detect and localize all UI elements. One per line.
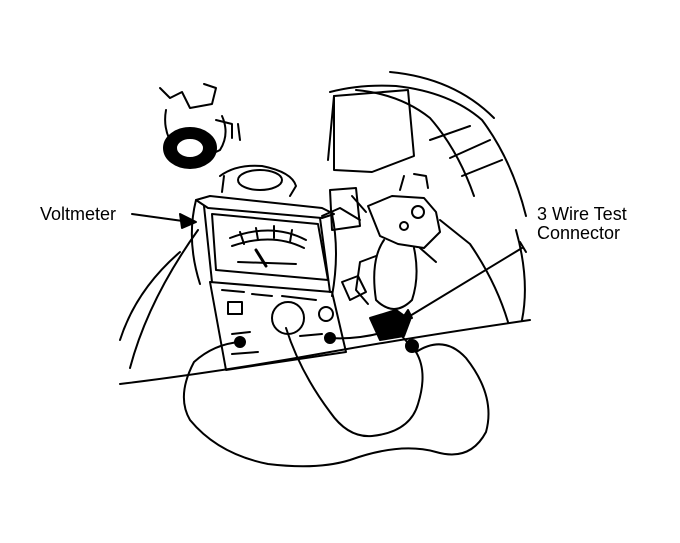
engine-background-parts: [159, 83, 297, 197]
module-bracket: [327, 89, 415, 231]
connector-leader: [399, 247, 523, 323]
ground-line: [119, 319, 531, 385]
voltmeter-label: Voltmeter: [40, 204, 117, 224]
test-connector-label-line2: Connector: [537, 223, 621, 243]
test-connector-label: 3 Wire Test Connector: [537, 205, 627, 243]
test-connector: [341, 275, 419, 353]
test-connector-label-line1: 3 Wire Test: [537, 204, 627, 224]
fender-outline: [329, 71, 527, 323]
voltmeter-device: [190, 195, 347, 371]
ignition-module: [321, 173, 441, 310]
test-leads: [183, 327, 490, 468]
